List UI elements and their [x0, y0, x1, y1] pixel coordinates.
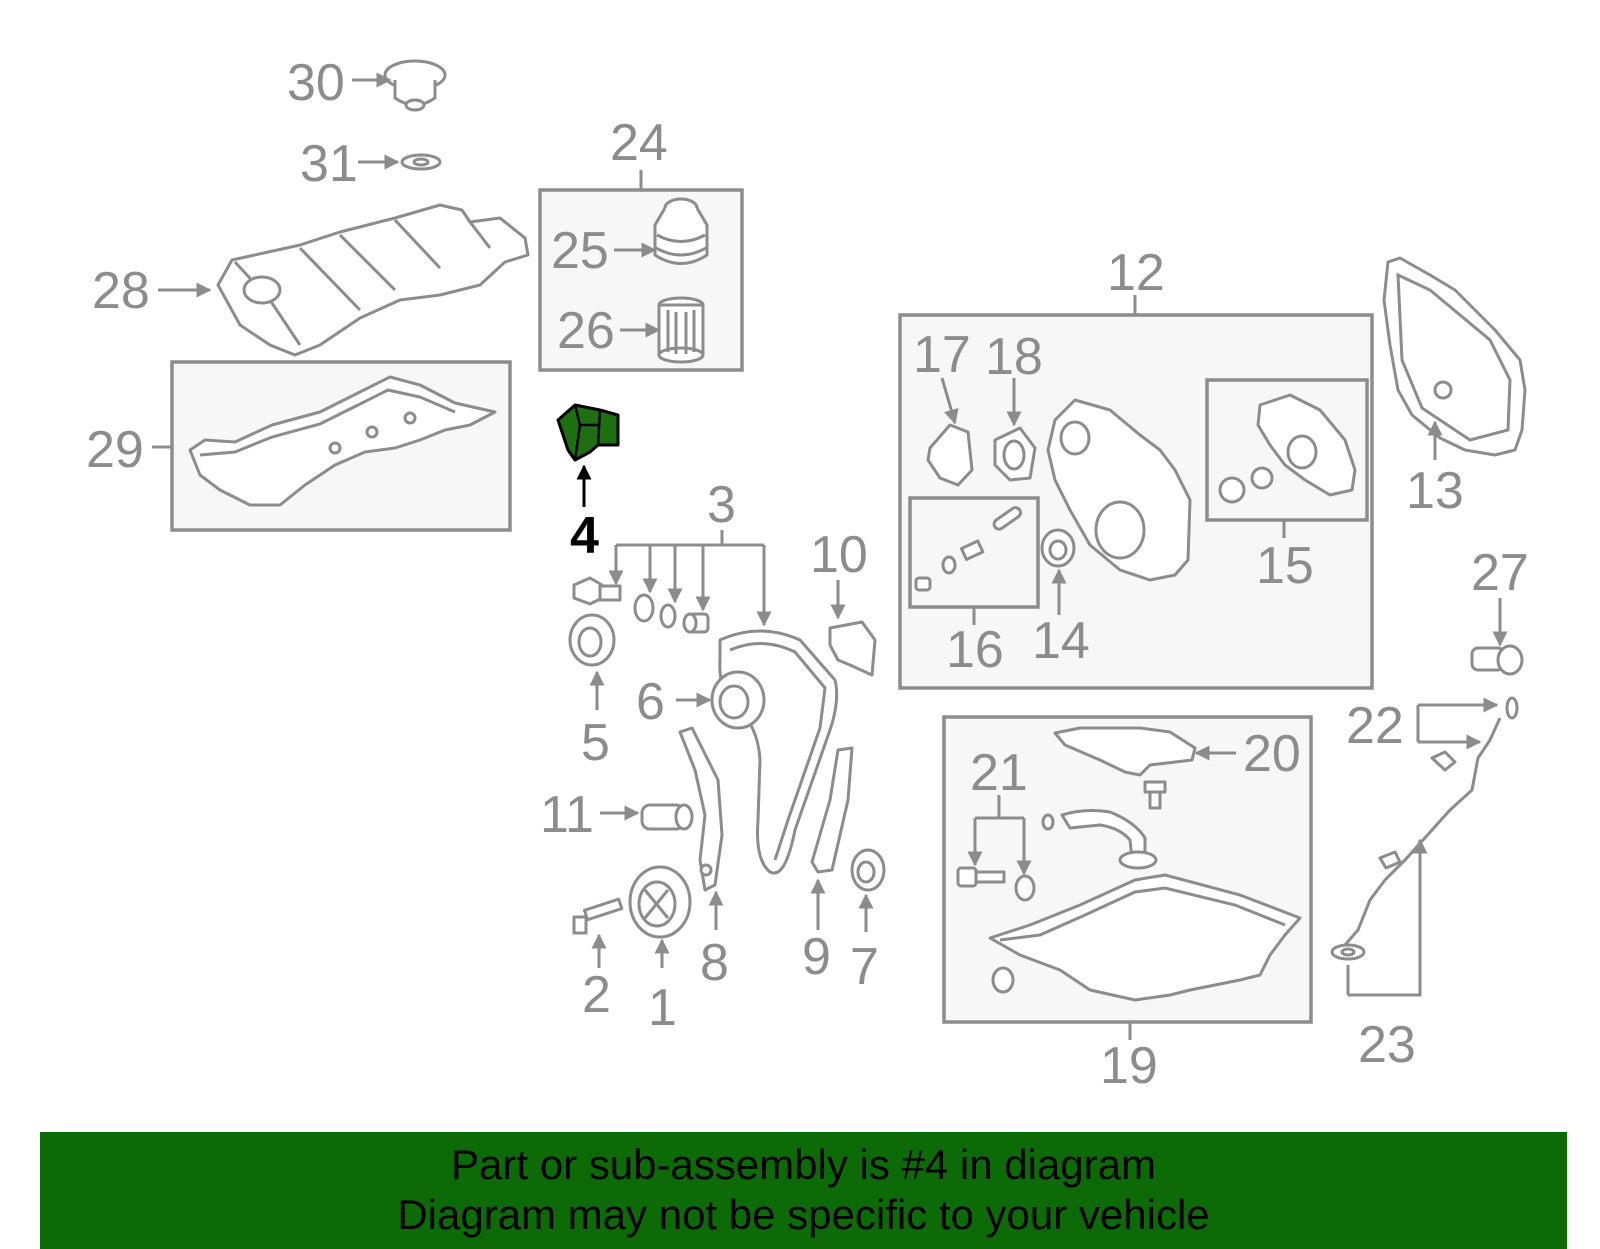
cam-sprocket [710, 670, 766, 730]
leader-lines [152, 72, 1508, 1040]
oil-pan [988, 873, 1302, 1002]
callout-20: 20 [1243, 725, 1301, 783]
callout-8: 8 [700, 934, 729, 992]
callout-11: 11 [540, 786, 594, 844]
callout-23: 23 [1358, 1016, 1416, 1074]
crank-bolt [572, 897, 624, 935]
relief-valve-kit [914, 506, 1022, 592]
callout-5: 5 [581, 714, 610, 772]
callout-1: 1 [648, 979, 677, 1037]
callout-26: 26 [557, 302, 615, 360]
callout-10: 10 [810, 526, 868, 584]
crank-sprocket [628, 865, 692, 939]
cover-seal [1040, 528, 1076, 568]
group-box-24 [538, 188, 744, 372]
oil-pickup-tube [1041, 780, 1167, 870]
valve-cover-gasket [188, 375, 497, 507]
callout-27: 27 [1471, 544, 1529, 602]
info-banner: Part or sub-assembly is #4 in diagram Di… [40, 1132, 1567, 1249]
callout-22: 22 [1346, 697, 1404, 755]
callout-12: 12 [1107, 244, 1165, 302]
callout-4: 4 [570, 507, 599, 565]
callout-29: 29 [86, 421, 144, 479]
pickup-bolt-seal [956, 866, 1036, 902]
callout-17: 17 [913, 326, 971, 384]
callout-15: 15 [1256, 537, 1314, 595]
callout-28: 28 [92, 262, 150, 320]
callout-30: 30 [287, 54, 345, 112]
callout-3: 3 [707, 476, 736, 534]
oil-pump [1218, 393, 1357, 504]
callout-9: 9 [802, 928, 831, 986]
callout-7: 7 [850, 938, 879, 996]
oil-fill-cap [383, 59, 447, 112]
cap-seal [400, 153, 442, 171]
valve-cover [216, 203, 530, 357]
callout-25: 25 [551, 222, 609, 280]
callout-16: 16 [946, 621, 1004, 679]
callout-31: 31 [300, 135, 358, 193]
front-crank-seal [850, 848, 886, 892]
rear-cover-gasket [1382, 256, 1527, 457]
tensioner-guide [678, 726, 724, 892]
callout-14: 14 [1032, 612, 1090, 670]
dipstick-tube [1330, 696, 1519, 961]
chain-guide-lower [810, 746, 854, 874]
chain-guide-upper [828, 620, 877, 677]
oil-filter-element [657, 296, 705, 364]
highlighted-part-4 [556, 403, 620, 462]
oil-pressure-sensor [1470, 644, 1524, 676]
oil-pan-baffle [1053, 726, 1197, 777]
cam-bolt-washers [572, 576, 710, 634]
callout-19: 19 [1100, 1037, 1158, 1095]
callout-6: 6 [636, 673, 665, 731]
gasket-17 [926, 423, 974, 487]
cam-seal [568, 613, 616, 667]
banner-line-2: Diagram may not be specific to your vehi… [397, 1191, 1210, 1238]
callout-13: 13 [1406, 462, 1464, 520]
callout-18: 18 [985, 328, 1043, 386]
banner-line-1: Part or sub-assembly is #4 in diagram [451, 1141, 1156, 1188]
callout-21: 21 [970, 744, 1028, 802]
callout-24: 24 [610, 114, 668, 172]
callout-2: 2 [582, 966, 611, 1024]
chain-tensioner [640, 803, 694, 831]
